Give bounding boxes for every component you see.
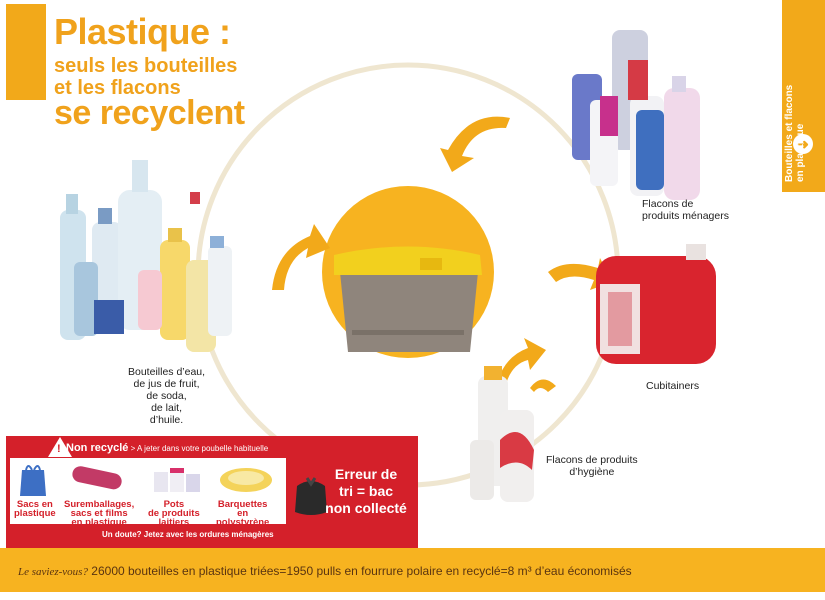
caption-bottles-line-4: de lait, [151,402,182,414]
caption-bottles-line-5: d’huile. [149,414,184,426]
item-label-line: Barquettes [217,499,268,510]
side-tab-label: Bouteilles et flacons en plastique [784,72,806,182]
did-you-know-fact: 26000 bouteilles en plastique triées=195… [87,564,632,578]
item-label-line: Sacs en [16,499,53,510]
title-accent-bar [6,4,46,100]
cubitainer-illustration [596,244,716,364]
warning-icon [48,437,72,457]
side-tab-label-line-2: en plastique [795,123,806,182]
caption-household-line-2: produits ménagers [642,210,729,222]
item-label-line: Suremballages, [64,499,135,510]
did-you-know-intro: Le saviez-vous? [18,566,88,578]
warning-exclamation: ! [57,443,61,455]
recycling-bin-icon [334,246,482,352]
bottles-illustration [60,160,232,352]
caption-cubitainers: Cubitainers [646,380,700,392]
garbage-bag-icon [295,477,327,515]
item-label-line: polystyrène [216,517,270,528]
non-recyclable-items: Sacs en plastique Suremballages, sacs et… [10,458,286,528]
title-line-3: et les flacons [54,77,181,99]
item-label-line: laitiers [158,517,190,528]
item-label-line: en [237,508,249,519]
non-recycle-header: Non recyclé > A jeter dans votre poubell… [66,442,268,454]
doubt-instruction: Un doute? Jetez avec les ordures ménagèr… [102,530,274,539]
side-tab[interactable]: ➜ Bouteilles et flacons en plastique [782,0,825,192]
arrow-left-icon [272,224,330,290]
arrow-top-icon [440,116,510,172]
polystyrene-tray-icon [220,468,272,492]
caption-household: Flacons de produits ménagers [642,198,729,222]
caption-bottles-line-2: de jus de fruit, [133,378,200,390]
error-line-2: tri = bac [338,483,394,499]
caption-hygiene: Flacons de produits d’hygiène [546,454,638,478]
item-label: Pots de produits laitiers [148,499,200,528]
arrow-right-icon: ➜ [793,134,813,154]
item-label-line: plastique [14,508,56,519]
page-title: Plastique : seuls les bouteilles et les … [54,11,245,132]
item-label-line: en plastique [71,517,127,528]
caption-bottles-line-3: de soda, [146,390,187,402]
non-recycle-title: Non recyclé [66,442,129,454]
yogurt-pot-icon [154,468,200,492]
household-products-illustration [572,30,700,200]
plastic-bag-icon [20,465,46,496]
item-label: Sacs en plastique [14,499,56,519]
arrow-bottom-icon [498,338,546,384]
title-line-4: se recyclent [54,94,245,132]
caption-hygiene-line-1: Flacons de produits [546,454,638,466]
item-label: Barquettes en polystyrène [216,499,270,528]
did-you-know-text: Le saviez-vous? 26000 bouteilles en plas… [18,564,632,578]
hygiene-products-illustration [470,366,534,502]
error-line-3: non collecté [325,500,407,516]
caption-hygiene-line-2: d’hygiène [569,466,615,478]
did-you-know-band: Le saviez-vous? 26000 bouteilles en plas… [0,548,825,592]
side-tab-label-line-1: Bouteilles et flacons [784,84,795,182]
sorting-error-warning: Erreur de tri = bac non collecté [318,466,414,517]
title-line-2: seuls les bouteilles [54,55,238,77]
item-label-line: de produits [148,508,200,519]
non-recycle-subtitle: > A jeter dans votre poubelle habituelle [128,444,269,453]
title-line-1: Plastique : [54,11,231,52]
non-recyclable-panel: ! Non recyclé > A jeter dans votre poube… [6,436,418,548]
item-label: Suremballages, sacs et films en plastiqu… [64,499,135,528]
caption-bottles: Bouteilles d’eau, de jus de fruit, de so… [128,366,205,426]
item-label-line: sacs et films [70,508,128,519]
error-line-1: Erreur de [334,466,398,482]
plastic-film-roll-icon [72,466,122,490]
caption-household-line-1: Flacons de [642,198,694,210]
item-label-line: Pots [163,499,185,510]
caption-bottles-line-1: Bouteilles d’eau, [128,366,206,378]
arrow-bottom2-icon [530,379,556,392]
